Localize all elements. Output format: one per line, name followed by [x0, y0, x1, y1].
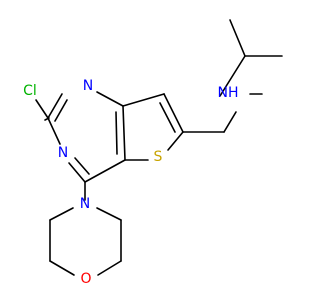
bond-c4a-c8a-double — [115, 111, 118, 155]
atom-n-morpholine: N — [80, 196, 90, 212]
bond-c6-s — [167, 131, 184, 151]
atom-labels: Cl N N N O S NH — [23, 78, 238, 287]
atom-n-left: N — [58, 145, 68, 161]
bond-cleft-nmorph — [49, 207, 74, 221]
bond-o-cleft2 — [49, 260, 75, 276]
bond-c2-ntop-double — [54, 99, 68, 122]
bond-nleft-c4 — [68, 162, 86, 183]
molecule-canvas: Cl N N N O S NH — [23, 19, 283, 287]
bond-nleft-c4-double — [74, 157, 90, 175]
atom-s-thiophene: S — [154, 149, 163, 165]
bond-c8a-c7 — [122, 93, 165, 107]
bond-c2-ntop — [47, 93, 63, 119]
atom-o-morpholine: O — [80, 271, 91, 287]
molecule-structure: Cl N N N O S NH — [23, 19, 283, 287]
atom-n-top: N — [83, 78, 93, 94]
bond-c7-c6 — [163, 93, 184, 133]
bond-nmorph-cright — [96, 207, 122, 221]
bond-c4-c4a — [84, 159, 126, 183]
bond-c7-c6-double — [159, 102, 176, 133]
bond-ch-ch3a — [229, 19, 246, 57]
bond-ch2-nh — [223, 111, 237, 133]
bonds — [35, 19, 283, 276]
atom-nh: NH — [218, 85, 239, 101]
bond-c4a-c8a — [122, 105, 126, 161]
bond-cl-c2 — [35, 99, 49, 119]
bond-c2-nleft — [47, 117, 61, 145]
atom-cl: Cl — [23, 83, 37, 99]
bond-cright2-o — [97, 260, 122, 276]
bond-ch2-ch — [219, 55, 246, 97]
bond-ntop-c8a — [96, 91, 124, 107]
